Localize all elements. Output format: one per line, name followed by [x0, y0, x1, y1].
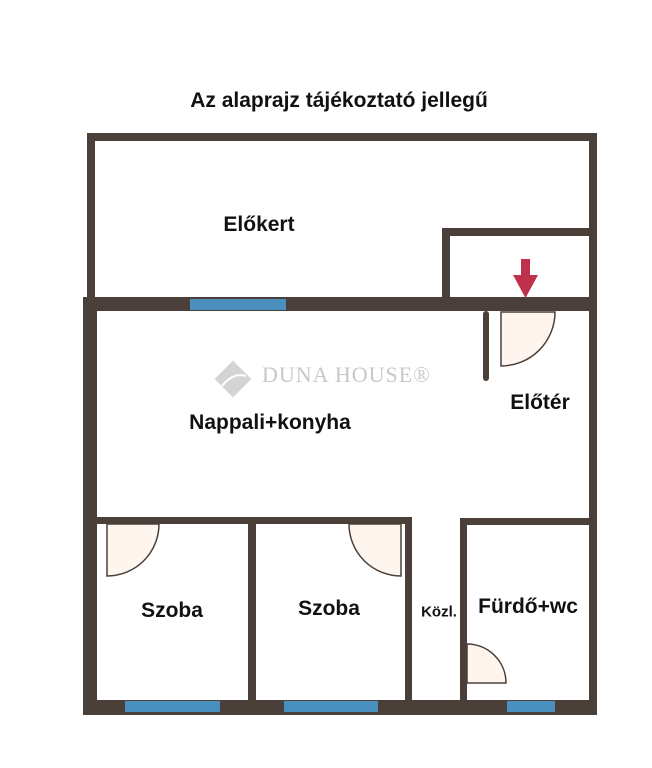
room-label-szoba-2: Szoba: [298, 597, 360, 620]
entrance-arrow-icon: [513, 259, 538, 298]
wall: [460, 518, 592, 525]
page-title: Az alaprajz tájékoztató jellegű: [190, 89, 488, 112]
entry-door: [500, 311, 556, 367]
wall: [83, 297, 597, 311]
door: [348, 523, 402, 577]
wall: [405, 517, 412, 700]
wall: [87, 133, 95, 303]
room-label-nappali: Nappali+konyha: [189, 411, 351, 434]
room-label-szoba-1: Szoba: [141, 599, 203, 622]
wall: [248, 517, 256, 700]
wall: [83, 297, 97, 715]
wall: [442, 228, 450, 300]
window: [507, 701, 555, 712]
watermark: DUNA HOUSE®: [262, 362, 431, 387]
room-label-eloter: Előtér: [510, 391, 570, 414]
room-label-furdo: Fürdő+wc: [478, 595, 578, 618]
window: [190, 299, 286, 310]
wall: [483, 311, 489, 381]
room-label-kozl: Közl.: [421, 603, 457, 621]
wall: [460, 518, 467, 700]
window: [125, 701, 220, 712]
wall: [589, 133, 597, 715]
wall: [87, 133, 597, 141]
duna-house-logo-icon: [214, 360, 252, 398]
window: [284, 701, 378, 712]
room-label-elokert: Előkert: [223, 213, 295, 236]
windows: [125, 299, 555, 712]
door: [106, 523, 160, 577]
door: [466, 643, 507, 684]
wall: [442, 228, 592, 236]
doors: [106, 311, 556, 684]
